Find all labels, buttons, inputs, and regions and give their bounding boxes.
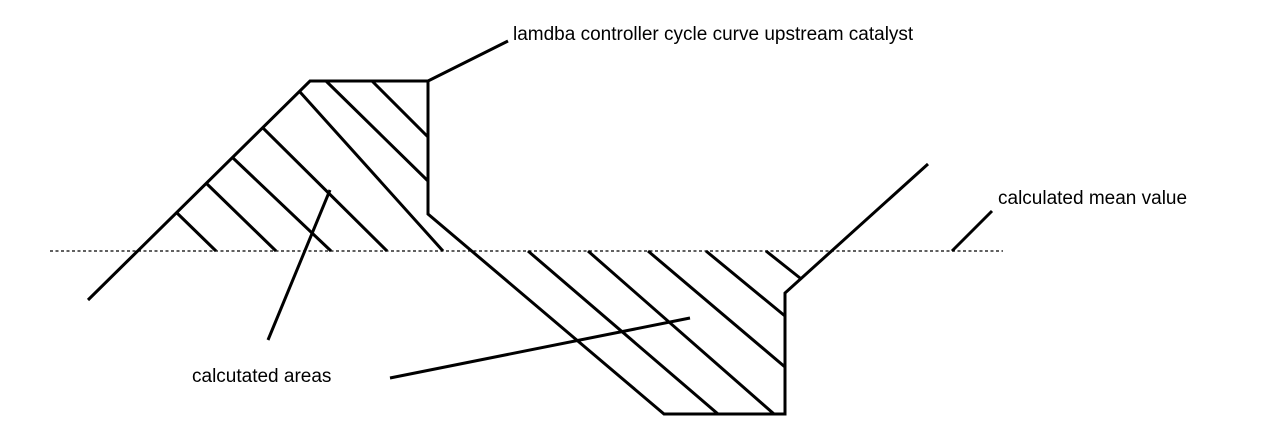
hatch-line — [765, 249, 801, 280]
hatch-line — [324, 79, 430, 183]
hatch-line — [647, 249, 786, 369]
upper-area-hatching — [175, 79, 445, 253]
curve-label: lamdba controller cycle curve upstream c… — [513, 24, 914, 45]
hatch-line — [231, 156, 333, 253]
areas-label: calcutated areas — [192, 366, 331, 387]
mean-value-label: calculated mean value — [998, 188, 1187, 209]
hatch-line — [261, 126, 389, 253]
areas-leader-line-upper — [266, 189, 332, 341]
lambda-cycle-curve — [86, 79, 930, 416]
hatch-line — [705, 249, 786, 318]
areas-leader-line-lower — [389, 316, 691, 380]
hatch-line — [370, 79, 430, 139]
leader-lines — [266, 39, 994, 380]
mean-leader-line — [950, 209, 994, 253]
hatch-line — [587, 249, 775, 416]
hatch-line — [175, 211, 218, 253]
curve-leader-line — [427, 39, 509, 83]
hatch-line — [298, 90, 445, 253]
hatch-line — [204, 181, 278, 253]
